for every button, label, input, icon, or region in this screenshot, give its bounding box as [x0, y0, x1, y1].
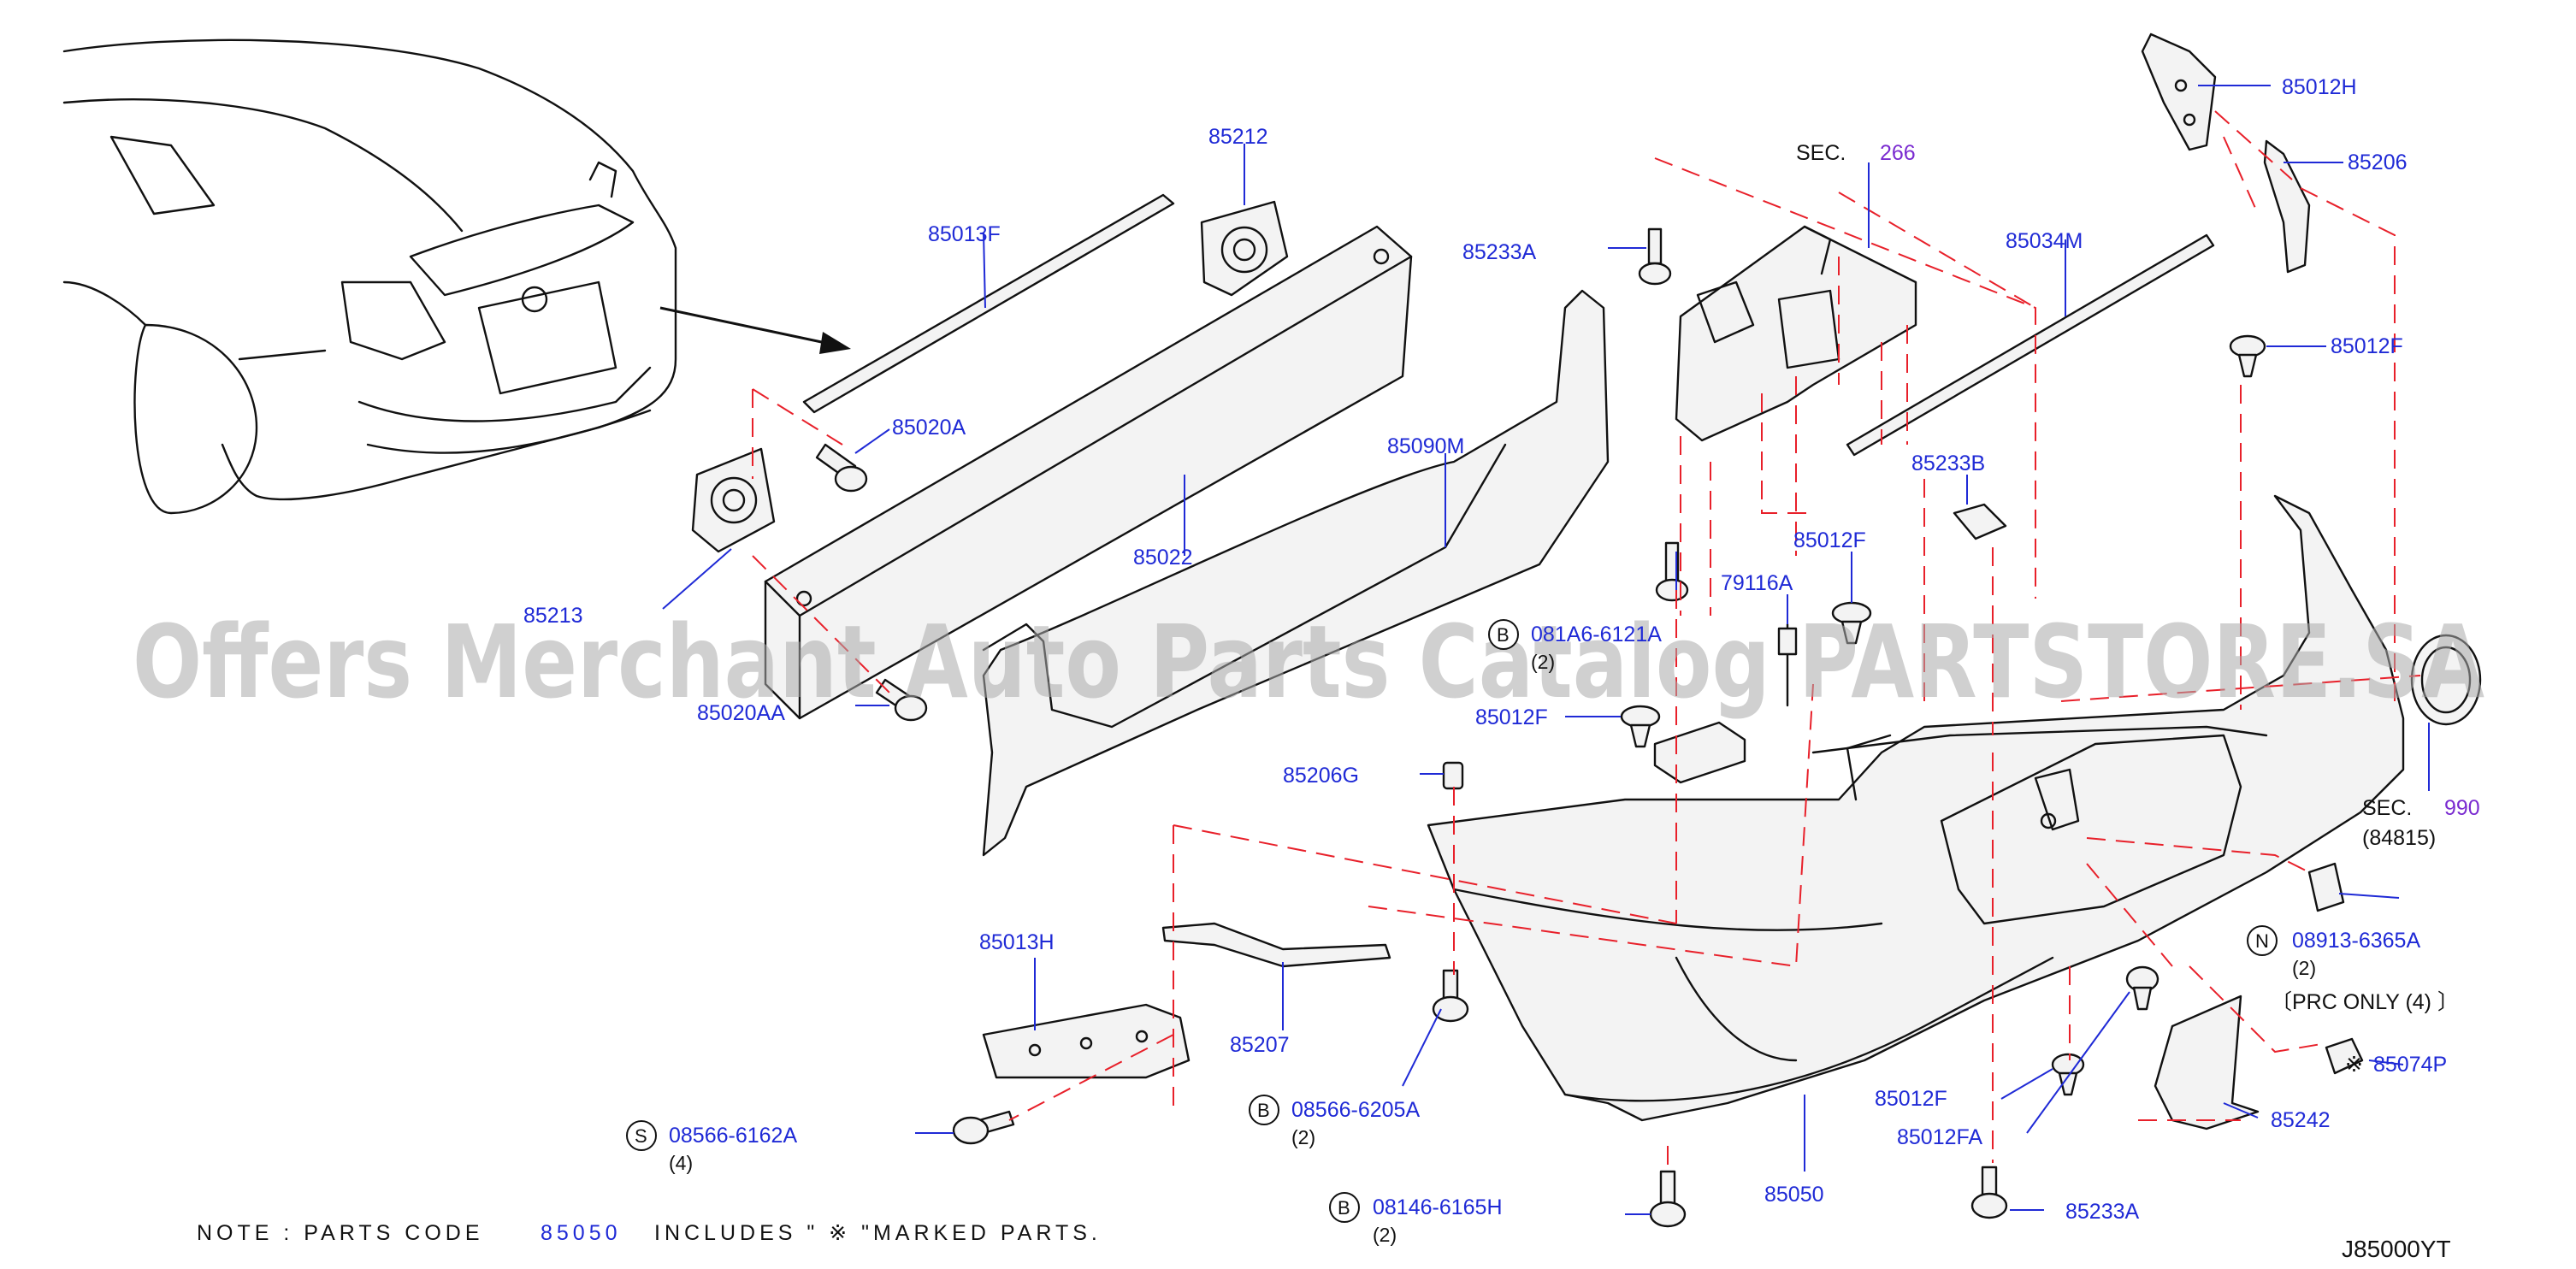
label-sec266-number[interactable]: 266 [1880, 141, 1916, 165]
part-08146-6165H-drawing[interactable] [1649, 1170, 1687, 1228]
car-rear-overview [62, 38, 677, 515]
badge-08146-6165H-letter: B [1338, 1197, 1350, 1219]
part-85050-drawing[interactable] [1427, 494, 2405, 1122]
part-85020A-drawing[interactable] [815, 443, 868, 493]
label-sec990-prefix: SEC. [2362, 796, 2412, 820]
label-85013F[interactable]: 85013F [928, 222, 1001, 246]
label-85020A[interactable]: 85020A [892, 416, 966, 440]
label-85020AA[interactable]: 85020AA [697, 701, 785, 725]
badge-08566-6205A [1249, 1095, 1279, 1125]
label-85034M[interactable]: 85034M [2006, 229, 2083, 253]
note-suffix: INCLUDES " ※ "MARKED PARTS. [654, 1221, 1102, 1245]
part-85206G-drawing[interactable] [1442, 761, 1464, 790]
label-85012H[interactable]: 85012H [2282, 75, 2357, 99]
qty-08146-6165H: (2) [1373, 1224, 1397, 1246]
callout-labels: 85013F 85212 85020A 85213 85022 85090M 8… [523, 75, 2480, 1246]
badge-08913-6365A [2247, 925, 2278, 956]
part-08913-6365A-drawing[interactable] [2307, 862, 2345, 912]
label-sec990-sub: (84815) [2362, 826, 2436, 850]
label-85012F-left[interactable]: 85012F [1475, 705, 1548, 729]
part-sec990-drawing[interactable] [2410, 634, 2482, 726]
badge-08566-6205A-letter: B [1257, 1100, 1270, 1121]
badge-081A6-6121A [1488, 619, 1519, 650]
badge-08913-6365A-letter: N [2255, 930, 2269, 952]
part-79116A-drawing[interactable] [1777, 623, 1798, 707]
label-081A6-6121A[interactable]: 081A6-6121A [1531, 623, 1662, 646]
label-08566-6205A[interactable]: 08566-6205A [1291, 1098, 1420, 1122]
assembly-dashed-lines [752, 110, 2421, 1172]
qty-08566-6205A: (2) [1291, 1126, 1315, 1148]
label-85233B[interactable]: 85233B [1911, 452, 1985, 475]
badge-08566-6162A [626, 1120, 657, 1151]
label-85207[interactable]: 85207 [1230, 1033, 1290, 1057]
note-code[interactable]: 85050 [541, 1221, 622, 1245]
part-85242-drawing[interactable] [2154, 995, 2260, 1130]
label-85013H[interactable]: 85013H [979, 930, 1055, 954]
label-sec266-prefix: SEC. [1796, 141, 1846, 165]
badge-08566-6162A-letter: S [635, 1125, 647, 1147]
part-85207-drawing[interactable] [1161, 922, 1391, 968]
label-sec990-number[interactable]: 990 [2444, 796, 2480, 820]
note-prefix: NOTE : PARTS CODE [197, 1221, 484, 1245]
badge-081A6-6121A-letter: B [1497, 624, 1510, 646]
label-85012F-right[interactable]: 85012F [2331, 334, 2403, 358]
part-85233A-top-drawing[interactable] [1638, 227, 1672, 286]
part-85233B-drawing[interactable] [1953, 503, 2007, 540]
part-85012F-right-drawing[interactable] [2229, 334, 2266, 378]
part-85012F-mid-drawing[interactable] [1831, 601, 1872, 645]
label-85012F-bottom[interactable]: 85012F [1875, 1087, 1947, 1111]
qty-08566-6162A: (4) [669, 1152, 693, 1174]
diagram-id: J85000YT [2342, 1236, 2451, 1262]
part-foam-block-drawing[interactable] [1653, 721, 1746, 784]
label-85090M[interactable]: 85090M [1387, 434, 1464, 458]
footer-note: NOTE : PARTS CODE 85050 INCLUDES " ※ "MA… [197, 1221, 1102, 1245]
part-08566-6162A-drawing[interactable] [952, 1110, 1015, 1145]
label-85233A-top[interactable]: 85233A [1462, 240, 1537, 264]
leader-lines [662, 85, 2430, 1215]
label-85012FA[interactable]: 85012FA [1897, 1125, 1982, 1149]
label-85206G[interactable]: 85206G [1283, 764, 1359, 788]
label-85050[interactable]: 85050 [1764, 1183, 1824, 1207]
label-85206[interactable]: 85206 [2348, 151, 2408, 174]
part-85012H-drawing[interactable] [2141, 32, 2217, 151]
part-85013F-drawing[interactable] [802, 193, 1175, 414]
part-85233A-bottom-drawing[interactable] [1970, 1166, 2008, 1219]
part-85213-drawing[interactable] [691, 447, 776, 553]
label-79116A[interactable]: 79116A [1721, 571, 1793, 595]
part-85034M-drawing[interactable] [1846, 233, 2215, 457]
label-08146-6165H[interactable]: 08146-6165H [1373, 1195, 1503, 1219]
part-08566-6205A-drawing[interactable] [1432, 969, 1469, 1023]
part-85020AA-drawing[interactable] [875, 678, 928, 722]
part-85012F-left-drawing[interactable] [1620, 705, 1661, 748]
part-85012FA-drawing[interactable] [2125, 965, 2159, 1011]
qty-08913-6365A: (2) [2292, 957, 2316, 979]
label-prc-only: 〔PRC ONLY (4) 〕 [2271, 990, 2459, 1014]
label-85012F-mid[interactable]: 85012F [1793, 528, 1866, 552]
part-85074P-drawing[interactable] [2325, 1037, 2364, 1075]
badge-08146-6165H [1329, 1192, 1360, 1223]
label-08566-6162A[interactable]: 08566-6162A [669, 1124, 797, 1148]
part-85022-drawing[interactable] [764, 225, 1413, 720]
label-08913-6365A[interactable]: 08913-6365A [2292, 929, 2420, 953]
label-85233A-bottom[interactable]: 85233A [2065, 1200, 2140, 1224]
label-85074P[interactable]: 85074P [2373, 1053, 2447, 1077]
label-85213[interactable]: 85213 [523, 604, 583, 628]
label-85242[interactable]: 85242 [2271, 1108, 2331, 1132]
label-85212[interactable]: 85212 [1208, 125, 1268, 149]
label-85022[interactable]: 85022 [1133, 546, 1193, 570]
part-sec266-drawing[interactable] [1675, 225, 1917, 442]
qty-081A6-6121A: (2) [1531, 651, 1555, 673]
watermark-text: Offers Merchant Auto Parts Catalog PARTS… [133, 603, 2484, 721]
part-85013H-drawing[interactable] [982, 1003, 1191, 1079]
part-081A6-6121A-drawing[interactable] [1655, 541, 1689, 602]
part-85212-drawing[interactable] [1200, 200, 1289, 297]
overview-arrow [659, 306, 851, 354]
mark-85074P: ※ [2345, 1053, 2363, 1077]
